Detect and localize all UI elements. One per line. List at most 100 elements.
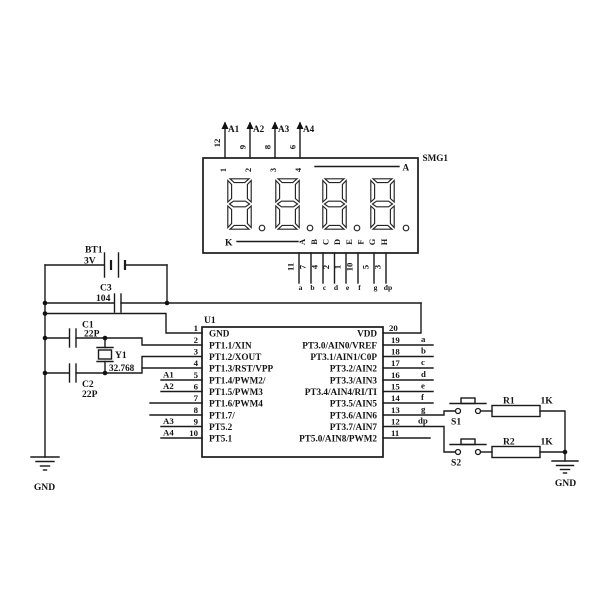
pin-number: 2 — [321, 264, 331, 269]
net-label: b — [310, 283, 314, 292]
net-label: A4 — [303, 124, 315, 134]
s2-wire — [382, 425, 457, 453]
pin-number: 5 — [194, 370, 199, 380]
ground-symbol — [551, 460, 579, 474]
pin-number: 20 — [389, 323, 398, 333]
pin-number: 7 — [194, 393, 199, 403]
net-label: a — [299, 283, 303, 292]
junction-dot — [164, 300, 170, 306]
pin-name: PT1.3/RST/VPP — [209, 364, 273, 374]
pin-number: 8 — [194, 405, 199, 415]
pin-number: 2 — [194, 335, 199, 345]
pin-number: 11 — [391, 428, 399, 438]
display-ref: SMG1 — [423, 153, 449, 163]
pin-number: 3 — [194, 347, 199, 357]
resistor-ref: R1 — [503, 396, 515, 407]
net-label: A1 — [163, 370, 174, 380]
pin-name: PT1.7/ — [209, 411, 235, 421]
seven-seg-digit — [275, 178, 300, 230]
digit-index: 1 — [219, 168, 228, 172]
pin-name: PT1.4/PWM2/ — [209, 376, 266, 386]
cap-value: 104 — [96, 293, 111, 304]
cap-ref: C2 — [82, 379, 94, 390]
xin-wire — [75, 337, 203, 346]
decimal-point — [353, 224, 361, 232]
pin-name: VDD — [357, 329, 377, 339]
digit-index: 4 — [294, 167, 303, 172]
net-label: f — [421, 392, 425, 402]
pin-number: 16 — [391, 370, 400, 380]
digit-index: 2 — [244, 168, 253, 172]
pin-number: 8 — [263, 144, 273, 149]
segment-letter: G — [368, 238, 377, 245]
pin-number: 18 — [391, 347, 400, 357]
r1-wire — [539, 410, 566, 453]
resistor-value: 1K — [541, 396, 554, 407]
crystal-ref: Y1 — [115, 350, 127, 361]
switch-terminal — [454, 407, 462, 415]
cathode-label: K — [225, 238, 233, 249]
cap-ref: C1 — [82, 320, 94, 331]
pin-number: 6 — [288, 144, 298, 149]
pin-name: PT5.0/AIN8/PWM2 — [299, 434, 377, 444]
cap-value: 22P — [82, 389, 98, 400]
pin-number: 12 — [391, 417, 400, 427]
segment-letter: H — [380, 238, 389, 245]
pin-number: 14 — [391, 393, 400, 403]
pin-name: GND — [209, 329, 230, 339]
pin-number: 10 — [189, 428, 198, 438]
mcu-u1: U1 GND PT1.1/XIN PT1.2/XOUT PT1.3/RST/VP… — [141, 302, 434, 458]
junction-dot — [42, 311, 48, 316]
net-label: d — [334, 283, 339, 292]
pin-name: PT3.7/AIN7 — [330, 422, 378, 432]
pin-number: 4 — [310, 264, 320, 269]
net-label: A1 — [228, 124, 240, 134]
junction-dot — [42, 370, 48, 376]
pin-number: 10 — [345, 262, 355, 271]
battery-ref: BT1 — [85, 245, 103, 256]
switch-terminal — [474, 448, 482, 456]
button-plunger — [460, 438, 476, 446]
pin-name: PT1.1/XIN — [209, 341, 252, 351]
segment-letter: D — [333, 239, 342, 245]
net-flag-icon — [246, 121, 254, 129]
segment-letter: F — [357, 239, 366, 244]
decimal-point — [402, 224, 410, 232]
resistor-value: 1K — [541, 437, 554, 448]
net-flag-icon — [221, 121, 229, 129]
seven-seg-digit — [227, 178, 252, 230]
net-label: c — [421, 357, 425, 367]
segment-letter: A — [298, 239, 307, 245]
switch-terminal — [454, 448, 462, 456]
decimal-point — [258, 224, 266, 232]
pin-number: 17 — [391, 358, 400, 368]
junction-dot — [42, 300, 48, 306]
resistor-body — [491, 404, 541, 418]
net-flag-icon — [296, 121, 304, 129]
net-label: a — [421, 334, 426, 344]
junction-dot — [42, 335, 48, 341]
junction-dot — [102, 335, 108, 341]
net-label: b — [421, 346, 426, 356]
resistor-ref: R2 — [503, 437, 515, 448]
pin-name: PT5.2 — [209, 422, 233, 432]
switch-terminal — [474, 407, 482, 415]
pin-number: 1 — [194, 323, 198, 333]
pin-name: PT3.1/AIN1/C0P — [310, 352, 377, 362]
mcu-ref: U1 — [204, 315, 216, 326]
switch-ref: S2 — [451, 458, 461, 469]
pin-name: PT3.6/AIN6 — [330, 411, 378, 421]
pin-number: 4 — [194, 358, 199, 368]
cap-value: 22P — [84, 329, 100, 340]
pin-name: PT3.5/AIN5 — [330, 399, 378, 409]
seven-seg-digit — [370, 178, 395, 230]
gnd-label: GND — [34, 482, 55, 493]
net-label: d — [421, 369, 426, 379]
pin-number: 13 — [391, 405, 400, 415]
resistor-body — [491, 445, 541, 459]
xout-wire — [75, 355, 203, 374]
buttons-and-resistors: S1 R1 1K S2 R2 1K GND — [382, 396, 579, 489]
segment-letter: C — [322, 239, 331, 245]
digit-index: 3 — [269, 168, 278, 172]
